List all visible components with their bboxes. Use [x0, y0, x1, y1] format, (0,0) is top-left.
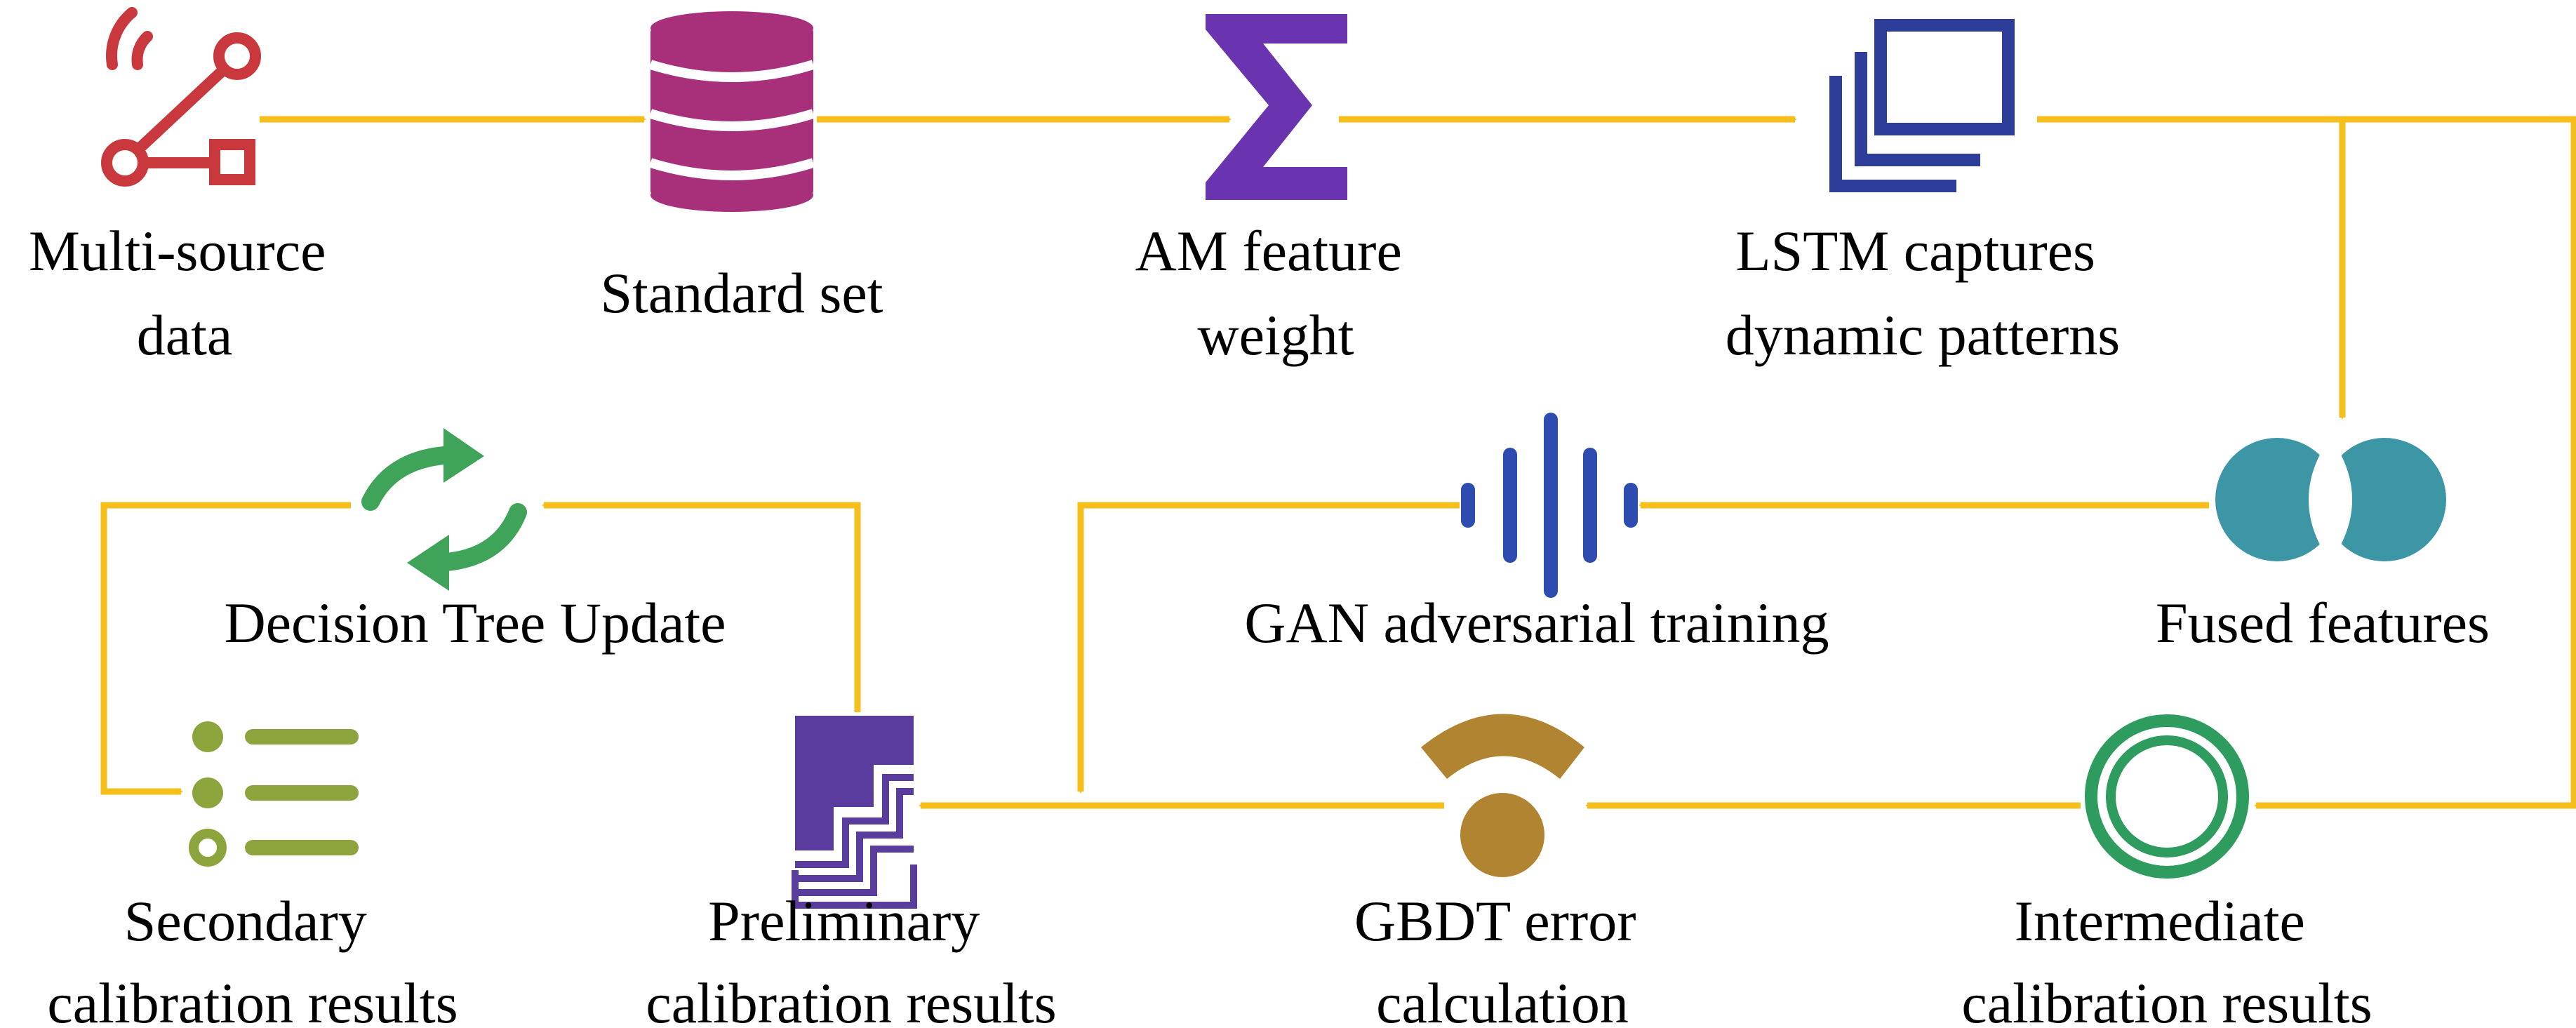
- label-gbdt: GBDT error calculation: [1354, 889, 1650, 1028]
- arrow-preliminary-to-update: [542, 502, 861, 712]
- sigma-shape: [1206, 14, 1347, 200]
- signal-wave-outer: [106, 7, 138, 70]
- stair-line-2: [795, 788, 914, 882]
- bullet-3: [189, 829, 227, 867]
- venn-left: [2215, 438, 2339, 561]
- sigma-icon: [1206, 14, 1347, 200]
- stair-line-4: [792, 865, 917, 909]
- network-signal-icon: [101, 7, 261, 187]
- venn-icon: [2215, 436, 2446, 563]
- refresh-head-bottom: [407, 535, 449, 591]
- venn-overlap: [2309, 436, 2352, 563]
- db-band-2: [648, 109, 815, 131]
- double-ring-icon: [2085, 714, 2249, 879]
- bullet-2: [192, 777, 223, 808]
- label-secondary: Secondary calibration results: [47, 889, 458, 1028]
- db-band-3: [648, 158, 815, 180]
- stair-solid: [795, 716, 914, 850]
- connectors: [100, 116, 2576, 809]
- database-icon: [648, 11, 815, 212]
- signal-dot-icon: [1421, 714, 1584, 877]
- layer-front: [1874, 19, 2015, 135]
- label-intermediate: Intermediate calibration results: [1961, 889, 2372, 1028]
- bullet-1: [192, 721, 223, 752]
- signal-dot: [1460, 793, 1544, 877]
- soundwave-icon: [1461, 413, 1638, 598]
- db-band-1: [648, 60, 815, 82]
- signal-wave-inner: [131, 31, 153, 70]
- node-top-right: [213, 32, 261, 80]
- refresh-arc-top: [361, 446, 465, 511]
- refresh-icon: [361, 428, 527, 591]
- layer-back: [1829, 76, 1956, 192]
- label-lstm: LSTM captures dynamic patterns: [1726, 219, 2120, 367]
- label-multi-source-data: Multi-source data: [29, 219, 340, 367]
- ring-outer: [2085, 714, 2249, 879]
- arrow-right-loop-to-intermediate: [2254, 116, 2576, 809]
- label-standard-set: Standard set: [600, 261, 883, 325]
- stair-line-3: [795, 846, 914, 896]
- db-top: [650, 11, 813, 45]
- edge-diagonal: [133, 65, 229, 154]
- label-decision-tree-update: Decision Tree Update: [224, 591, 726, 655]
- layer-middle: [1855, 52, 1980, 166]
- bullet-list-icon: [189, 721, 359, 867]
- label-preliminary: Preliminary calibration results: [646, 889, 1056, 1028]
- label-gan: GAN adversarial training: [1244, 591, 1829, 655]
- db-bottom: [650, 178, 813, 212]
- node-bottom-right: [209, 139, 255, 185]
- venn-right: [2323, 438, 2446, 561]
- arrow-gan-to-preliminary: [1077, 502, 1460, 794]
- stacked-layers-icon: [1829, 19, 2015, 192]
- stair-line-1: [795, 774, 914, 868]
- ring-inner: [2106, 735, 2228, 857]
- arrow-update-to-secondary: [100, 502, 351, 795]
- label-fused-features: Fused features: [2156, 591, 2490, 655]
- refresh-head-top: [443, 428, 484, 483]
- label-am-feature-weight: AM feature weight: [1135, 219, 1417, 367]
- staircase-icon: [792, 716, 917, 909]
- signal-fan: [1421, 714, 1584, 779]
